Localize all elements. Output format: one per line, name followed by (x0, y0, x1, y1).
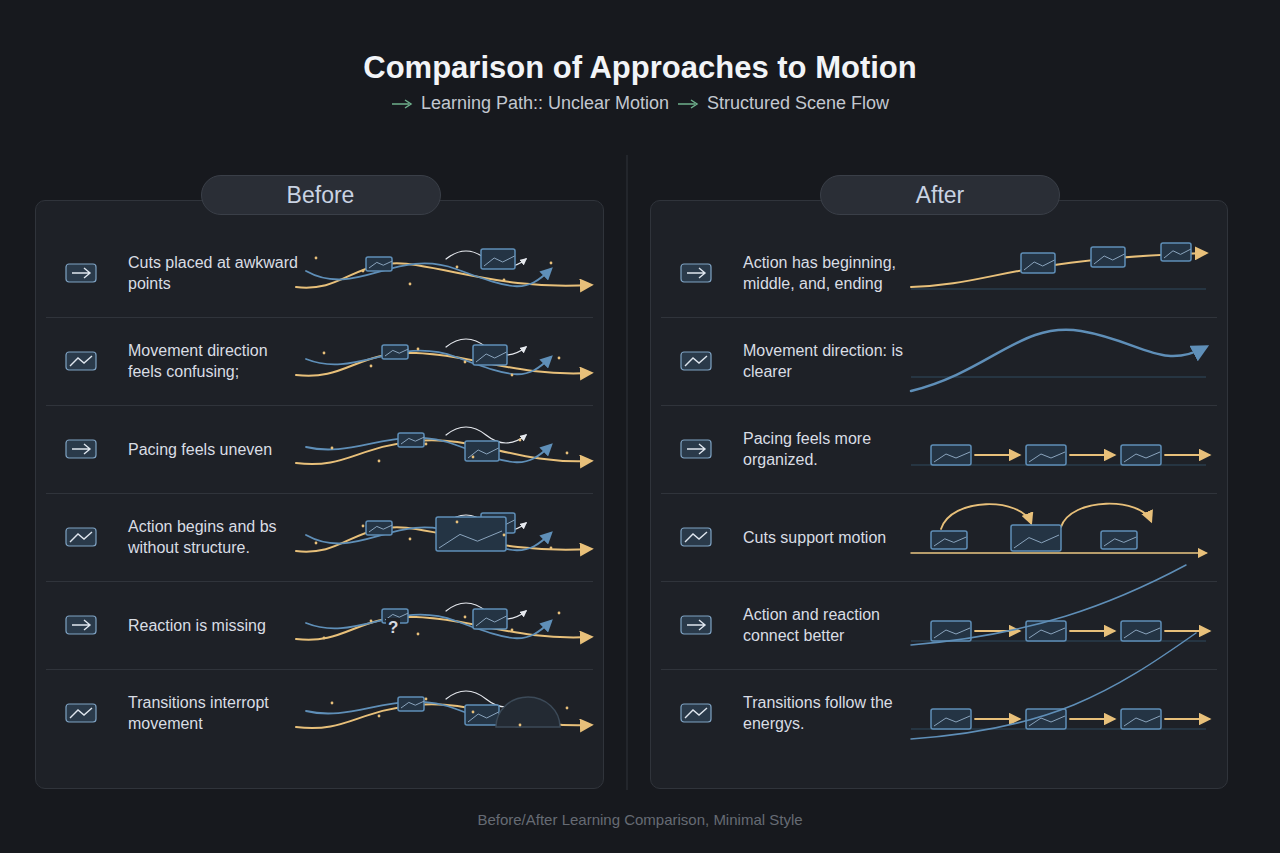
row-text: Pacing feels more organized. (743, 428, 913, 470)
row-icon (64, 436, 98, 462)
motion-illustration (46, 317, 593, 405)
motion-illustration (661, 581, 1217, 669)
row-icon (64, 700, 98, 726)
row-text: Action begins and bs without structure. (128, 516, 298, 558)
row-text: Action has beginning, middle, and, endin… (743, 252, 913, 294)
row-icon (64, 524, 98, 550)
motion-illustration (661, 405, 1217, 493)
panel-heading: Before (201, 175, 441, 215)
row-icon (64, 612, 98, 638)
motion-illustration (661, 229, 1217, 317)
motion-illustration (661, 317, 1217, 405)
row-text: Cuts placed at awkward points (128, 252, 298, 294)
comparison-row: Cuts support motion (661, 493, 1217, 582)
row-text: Action and reaction connect better (743, 604, 913, 646)
row-text: Cuts support motion (743, 527, 913, 548)
row-icon (679, 524, 713, 550)
comparison-row: Movement direction feels confusing; (46, 317, 593, 406)
comparison-row: Action has beginning, middle, and, endin… (661, 229, 1217, 318)
comparison-row: Action begins and bs without structure. (46, 493, 593, 582)
arrow-icon (677, 98, 699, 110)
comparison-row: Pacing feels uneven (46, 405, 593, 494)
comparison-row: Reaction is missing (46, 581, 593, 670)
question-mark: ? (386, 618, 400, 638)
comparison-row: Transitions follow the energys. (661, 669, 1217, 757)
motion-illustration (46, 229, 593, 317)
subtitle-text: Structured Scene Flow (707, 93, 889, 114)
arrow-icon (391, 98, 413, 110)
comparison-panel: BeforeCuts placed at awkward pointsMovem… (35, 200, 604, 789)
motion-illustration (661, 669, 1217, 757)
row-text: Movement direction: is clearer (743, 340, 913, 382)
row-icon (679, 700, 713, 726)
row-icon (64, 348, 98, 374)
comparison-row: Action and reaction connect better (661, 581, 1217, 670)
row-icon (64, 260, 98, 286)
motion-illustration (46, 669, 593, 757)
comparison-row: Pacing feels more organized. (661, 405, 1217, 494)
row-text: Movement direction feels confusing; (128, 340, 298, 382)
comparison-row: Cuts placed at awkward points (46, 229, 593, 318)
row-icon (679, 436, 713, 462)
row-icon (679, 348, 713, 374)
subtitle-text: Learning Path:: Unclear Motion (421, 93, 669, 114)
panel-heading: After (820, 175, 1060, 215)
comparison-panel: AfterAction has beginning, middle, and, … (650, 200, 1228, 789)
row-text: Transitions interropt movement (128, 692, 298, 734)
row-icon (679, 612, 713, 638)
row-icon (679, 260, 713, 286)
title: Comparison of Approaches to Motion (0, 50, 1280, 86)
comparison-row: Movement direction: is clearer (661, 317, 1217, 406)
subtitle: Learning Path:: Unclear Motion Structure… (0, 93, 1280, 114)
row-text: Transitions follow the energys. (743, 692, 913, 734)
row-text: Pacing feels uneven (128, 439, 298, 460)
caption: Before/After Learning Comparison, Minima… (0, 811, 1280, 828)
motion-illustration (46, 493, 593, 581)
row-text: Reaction is missing (128, 615, 298, 636)
comparison-row: Transitions interropt movement (46, 669, 593, 757)
